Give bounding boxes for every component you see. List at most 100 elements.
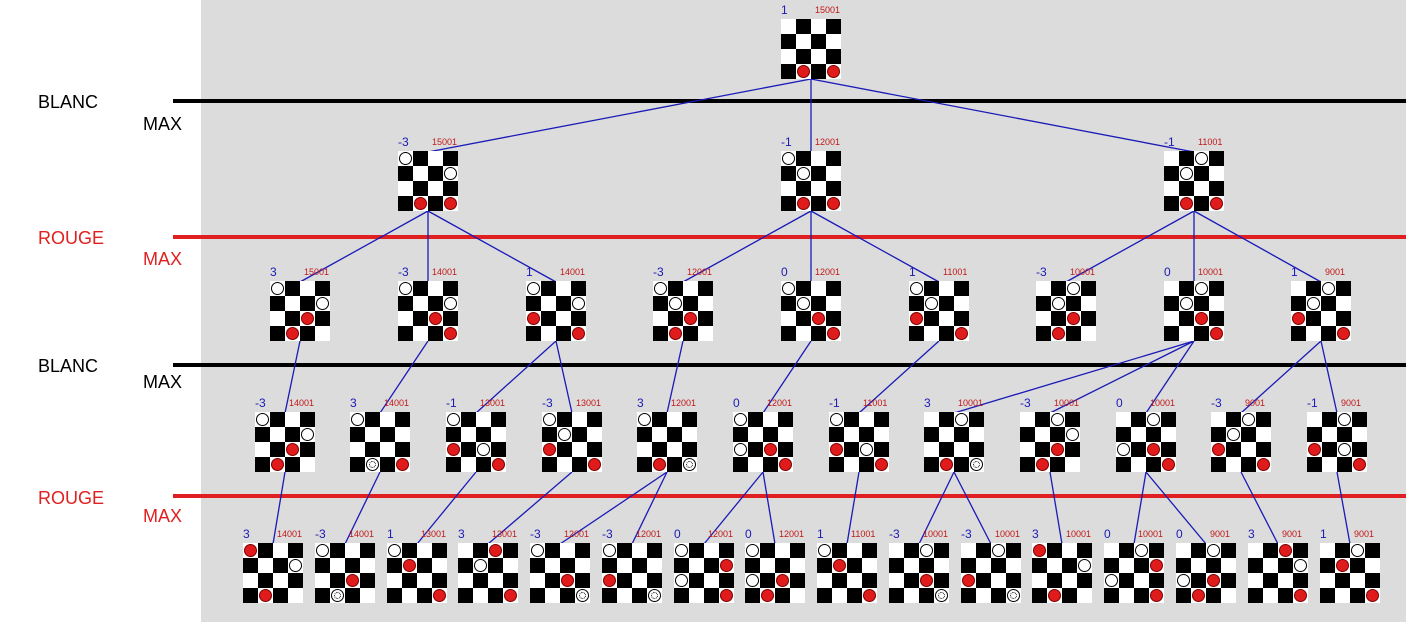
board-cell [443, 196, 458, 211]
board-cell [300, 326, 315, 341]
node-score: 1 [1320, 527, 1327, 541]
board-cell [826, 19, 841, 34]
checkers-board [889, 543, 949, 603]
board-cell [350, 457, 365, 472]
board-cell [954, 281, 969, 296]
board-cell [1164, 326, 1179, 341]
checkers-board [1176, 543, 1236, 603]
board-cell [345, 573, 360, 588]
node-score: -3 [315, 527, 326, 541]
board-cell [288, 543, 303, 558]
board-cell [1077, 573, 1092, 588]
board-cell [1032, 558, 1047, 573]
checkers-board [961, 543, 1021, 603]
red-piece-icon [812, 312, 825, 325]
board-cell [1194, 326, 1209, 341]
board-cell [781, 19, 796, 34]
board-cell [778, 427, 793, 442]
board-cell [1176, 558, 1191, 573]
board-cell [1179, 281, 1194, 296]
node-score: 3 [350, 396, 357, 410]
board-cell [1194, 281, 1209, 296]
board-cell [1194, 311, 1209, 326]
board-cell [733, 412, 748, 427]
white-piece-icon [782, 152, 795, 165]
tree-edge [427, 78, 812, 153]
board-cell [1006, 543, 1021, 558]
node-id: 9001 [1245, 398, 1266, 408]
tree-edge [953, 471, 992, 545]
board-cell [446, 457, 461, 472]
board-cell [571, 326, 586, 341]
node-id: 11001 [863, 398, 888, 408]
board-cell [632, 558, 647, 573]
checkers-board [1320, 543, 1380, 603]
board-cell [811, 151, 826, 166]
red-piece-icon [1036, 458, 1049, 471]
node-id: 11001 [1198, 137, 1223, 147]
red-piece-icon [271, 458, 284, 471]
node-id: 10001 [958, 398, 984, 408]
board-cell [1209, 296, 1224, 311]
board-cell [826, 64, 841, 79]
board-cell [862, 558, 877, 573]
board-cell [632, 573, 647, 588]
board-cell [315, 588, 330, 603]
board-cell [826, 181, 841, 196]
white-piece-icon [992, 544, 1005, 557]
board-cell [443, 296, 458, 311]
node-score: -1 [1307, 396, 1318, 410]
node-id: 12001 [708, 529, 734, 539]
red-piece-icon [827, 65, 840, 78]
board-cell [360, 573, 375, 588]
board-cell [991, 558, 1006, 573]
board-cell [1365, 573, 1380, 588]
board-cell [413, 326, 428, 341]
board-cell [1263, 543, 1278, 558]
board-cell [1051, 281, 1066, 296]
board-cell [398, 166, 413, 181]
board-cell [1350, 588, 1365, 603]
